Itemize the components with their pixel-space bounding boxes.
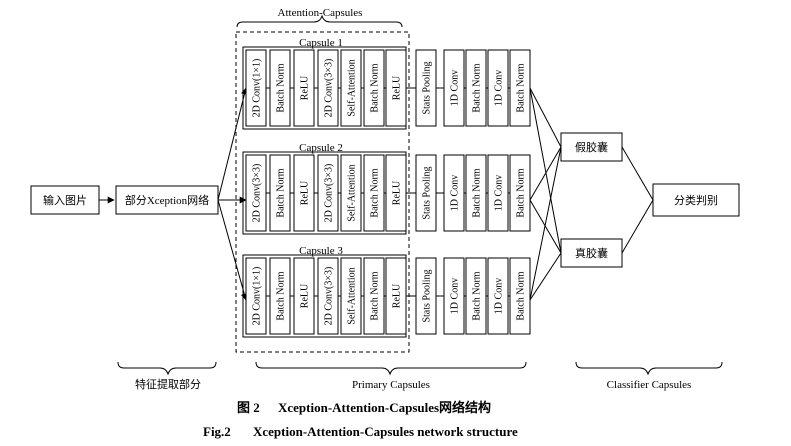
primary-layer-label: Batch Norm: [472, 168, 483, 217]
capsule-1-layer-label: 2D Conv(1×1): [252, 59, 263, 118]
capsule-row-1: Capsule 1 2D Conv(1×1) Batch Norm ReLU 2D Co…: [242, 37, 531, 130]
fake-to-discriminate-line: [621, 146, 654, 201]
attention-capsules-container: [235, 31, 410, 353]
primary-layer-label: 1D Conv: [450, 70, 461, 106]
capsule-3-layer-label: Batch Norm: [370, 271, 381, 320]
capsule-3-layer-label: 2D Conv(1×1): [252, 267, 263, 326]
primary-layer-label: Batch Norm: [472, 271, 483, 320]
real-to-discriminate-line: [621, 199, 654, 254]
capsule-1-layer-label: Self-Attention: [347, 59, 358, 116]
primary-layer-label: 1D Conv: [494, 175, 505, 211]
capsule-1-layer-label: Batch Norm: [370, 63, 381, 112]
routing-lines: [529, 87, 562, 301]
discriminate-box: 分类判别: [652, 183, 740, 217]
real-capsule-label: 真胶囊: [575, 246, 608, 260]
capsule-2-layer-label: ReLU: [300, 180, 311, 205]
feature-extraction-label: 特征提取部分: [135, 377, 201, 391]
capsule-3-layer-label: 2D Conv(3×3): [324, 267, 335, 326]
capsule-3-title: Capsule 3: [299, 245, 343, 257]
classifier-capsules-brace: [575, 361, 723, 376]
capsule-1-layer-label: ReLU: [392, 75, 403, 100]
capsule-3-layer-label: ReLU: [392, 283, 403, 308]
caption-cn-prefix: 图 2: [237, 400, 260, 415]
capsule-1-layer-label: 2D Conv(3×3): [324, 59, 335, 118]
attention-capsules-brace: [236, 14, 403, 28]
capsule-1-layer-label: Batch Norm: [276, 63, 287, 112]
primary-layer-label: 1D Conv: [450, 278, 461, 314]
primary-layer-label: Stats Pooling: [422, 166, 433, 219]
primary-layer-label: Stats Pooling: [422, 269, 433, 322]
capsule-2-layer-label: Self-Attention: [347, 164, 358, 221]
primary-layer-label: 1D Conv: [494, 278, 505, 314]
capsule-1-layer-label: ReLU: [300, 75, 311, 100]
xception-label: 部分Xception网络: [125, 193, 209, 207]
input-image-box: 输入图片: [30, 185, 100, 215]
primary-layer-label: Stats Pooling: [422, 61, 433, 114]
primary-capsules-label: Primary Capsules: [352, 379, 430, 391]
caption-cn-text: Xception-Attention-Capsules网络结构: [278, 400, 491, 415]
capsule-1-title: Capsule 1: [299, 37, 343, 49]
primary-layer-label: Batch Norm: [516, 63, 527, 112]
attention-capsules-title: Attention-Capsules: [278, 7, 363, 19]
caption-cn: 图 2 Xception-Attention-Capsules网络结构: [237, 400, 491, 415]
caption-en-prefix: Fig.2: [203, 424, 231, 439]
fake-capsule-label: 假胶囊: [575, 140, 608, 154]
primary-layer-label: Batch Norm: [472, 63, 483, 112]
capsule-3-layer-label: Batch Norm: [276, 271, 287, 320]
capsule-3-layer-label: Self-Attention: [347, 267, 358, 324]
caption-en-text: Xception-Attention-Capsules network stru…: [253, 424, 518, 439]
capsule-2-layer-label: Batch Norm: [370, 168, 381, 217]
xception-to-capsule-3-arrow: [217, 199, 248, 301]
real-capsule-box: 真胶囊: [560, 238, 623, 268]
capsule-3-layer-label: ReLU: [300, 283, 311, 308]
capsule-2-layer-label: Batch Norm: [276, 168, 287, 217]
input-image-label: 输入图片: [43, 193, 87, 207]
classifier-capsules-label: Classifier Capsules: [607, 379, 692, 391]
primary-layer-label: 1D Conv: [494, 70, 505, 106]
feature-extraction-brace: [117, 361, 217, 376]
capsule-row-2: Capsule 2 2D Conv(3×3) Batch Norm ReLU 2D Co…: [242, 142, 531, 235]
primary-layer-label: Batch Norm: [516, 168, 527, 217]
xception-box: 部分Xception网络: [115, 185, 219, 215]
primary-layer-label: Batch Norm: [516, 271, 527, 320]
capsule-2-layer-label: 2D Conv(3×3): [252, 164, 263, 223]
capsule-2-title: Capsule 2: [299, 142, 343, 154]
xception-to-capsule-1-arrow: [217, 87, 248, 201]
capsule-2-layer-label: ReLU: [392, 180, 403, 205]
capsule-2-layer-label: 2D Conv(3×3): [324, 164, 335, 223]
primary-capsules-brace: [255, 361, 527, 376]
discriminate-label: 分类判别: [674, 193, 718, 207]
capsule-row-3: Capsule 3 2D Conv(1×1) Batch Norm ReLU 2D Co…: [242, 245, 531, 338]
primary-layer-label: 1D Conv: [450, 175, 461, 211]
fake-capsule-box: 假胶囊: [560, 132, 623, 162]
caption-en: Fig.2 Xception-Attention-Capsules networ…: [203, 424, 518, 439]
